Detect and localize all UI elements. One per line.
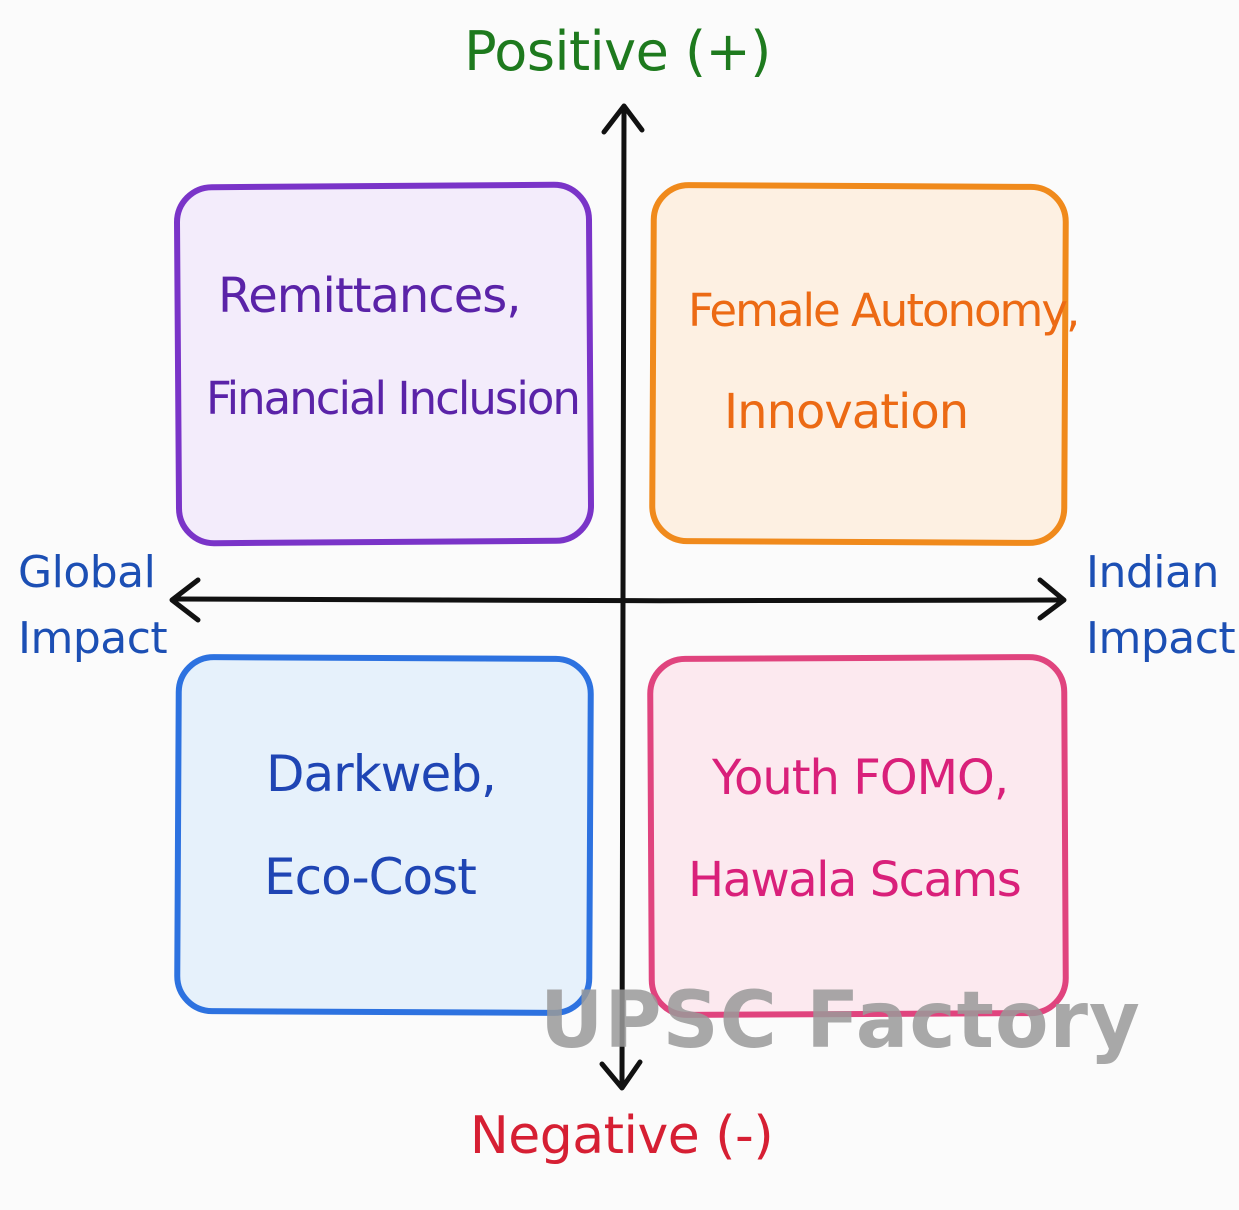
quadrant-top-left-line-1: Remittances, (218, 268, 521, 324)
quadrant-bottom-right-line-2: Hawala Scams (688, 852, 1022, 908)
quadrant-bottom-left-line-1: Darkweb, (266, 745, 497, 803)
quadrant-top-right-line-1: Female Autonomy, (688, 284, 1080, 337)
axis-label-indian-line-1: Indian (1086, 547, 1219, 598)
horizontal-axis-right-arrowhead (1037, 577, 1067, 621)
horizontal-axis-line (173, 596, 1063, 604)
axis-label-global-impact: Global Impact (18, 540, 168, 672)
horizontal-axis-left-arrowhead (169, 577, 201, 623)
axis-label-negative: Negative (-) (469, 1106, 774, 1166)
quadrant-bottom-right-line-1: Youth FOMO, (712, 750, 1009, 806)
quadrant-top-left-line-2: Financial Inclusion (206, 372, 581, 425)
axis-label-global-line-1: Global (18, 547, 156, 598)
quadrant-top-right-line-2: Innovation (724, 384, 969, 440)
watermark-logo: UPSC Factory (540, 976, 1141, 1066)
axis-label-positive: Positive (+) (464, 20, 771, 83)
axis-label-indian-impact: Indian Impact (1086, 540, 1236, 672)
vertical-axis-top-arrowhead (601, 103, 645, 135)
axis-label-indian-line-2: Impact (1086, 613, 1236, 664)
vertical-axis-line (619, 109, 627, 1085)
vertical-axis-bottom-arrowhead (599, 1059, 643, 1091)
quadrant-bottom-left-line-2: Eco-Cost (264, 848, 477, 906)
axis-label-global-line-2: Impact (18, 613, 168, 664)
